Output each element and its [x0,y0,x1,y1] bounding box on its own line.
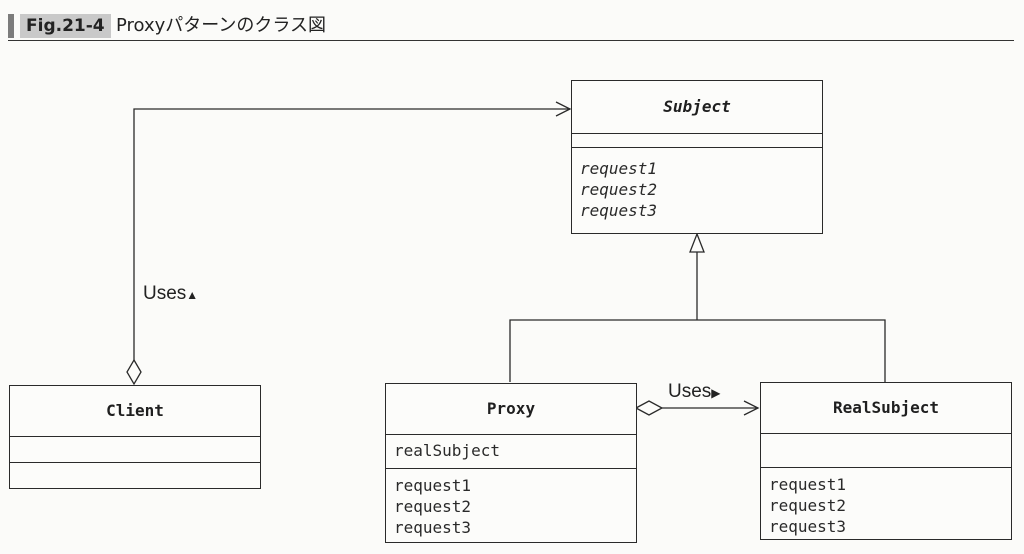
triangle-right-icon: ▶ [711,386,721,400]
method-request1: request1 [394,476,472,495]
client-methods [10,462,260,488]
method-request1: request1 [580,159,658,178]
class-name-subject: Subject [663,97,731,116]
generalization-hollow-triangle [689,232,705,253]
class-client: Client [9,385,261,489]
client-uses-text: Uses [143,283,187,304]
subject-attributes [572,133,822,147]
client-aggregation-diamond [126,358,142,386]
figure-title: Proxyパターンのクラス図 [116,15,327,36]
method-request3: request3 [769,517,847,536]
header-accent-bar [8,14,14,38]
class-realsubject: RealSubject request1 request2 request3 [760,382,1012,540]
class-name-client: Client [106,401,164,420]
realsubject-attributes [761,433,1011,467]
class-subject: Subject request1 request2 request3 [571,80,823,234]
method-request1: request1 [769,475,847,494]
subject-methods: request1 request2 request3 [572,147,822,233]
client-attributes [10,436,260,462]
method-request2: request2 [394,497,472,516]
class-proxy: Proxy realSubject request1 request2 requ… [385,383,637,543]
header-rule [8,40,1014,41]
client-uses-label: Uses▲ [143,283,198,305]
client-subject-association-line [133,108,570,362]
class-name-proxy: Proxy [486,399,536,418]
proxy-uses-label: Uses▶ [668,381,721,403]
proxy-aggregation-diamond [634,400,664,416]
class-name-realsubject: RealSubject [833,398,939,417]
proxy-realsubject-open-arrowhead [743,400,760,416]
method-request2: request2 [580,180,658,199]
method-request3: request3 [580,201,658,220]
method-request2: request2 [769,496,847,515]
figure-label: Fig.21-4 [20,14,111,38]
realsubject-methods: request1 request2 request3 [761,467,1011,539]
proxy-methods: request1 request2 request3 [386,468,636,542]
figure-header: Fig.21-4 Proxyパターンのクラス図 [8,8,1014,41]
proxy-attributes: realSubject [386,434,636,468]
client-subject-open-arrowhead [555,101,572,117]
generalization-line [509,319,886,382]
attribute-realsubject: realSubject [394,441,500,460]
triangle-up-icon: ▲ [186,288,199,302]
proxy-uses-text: Uses [668,381,712,402]
method-request3: request3 [394,518,472,537]
